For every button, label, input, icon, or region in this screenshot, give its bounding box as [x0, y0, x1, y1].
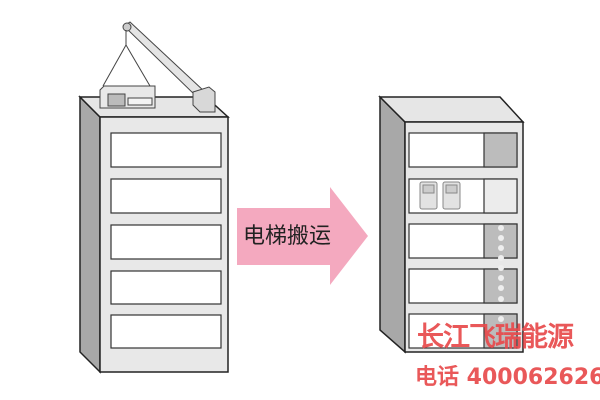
watermark-company: 长江飞瑞能源 — [417, 322, 574, 353]
crane-icon — [99, 21, 216, 113]
arrow-label: 电梯搬运 — [242, 224, 331, 249]
elevator-dots — [498, 225, 504, 322]
building-after — [378, 95, 525, 354]
building-before — [78, 95, 230, 374]
equipment-icon — [419, 181, 461, 210]
watermark-phone: 电话 4000626264 — [415, 365, 600, 390]
arrow-shape — [237, 187, 368, 285]
